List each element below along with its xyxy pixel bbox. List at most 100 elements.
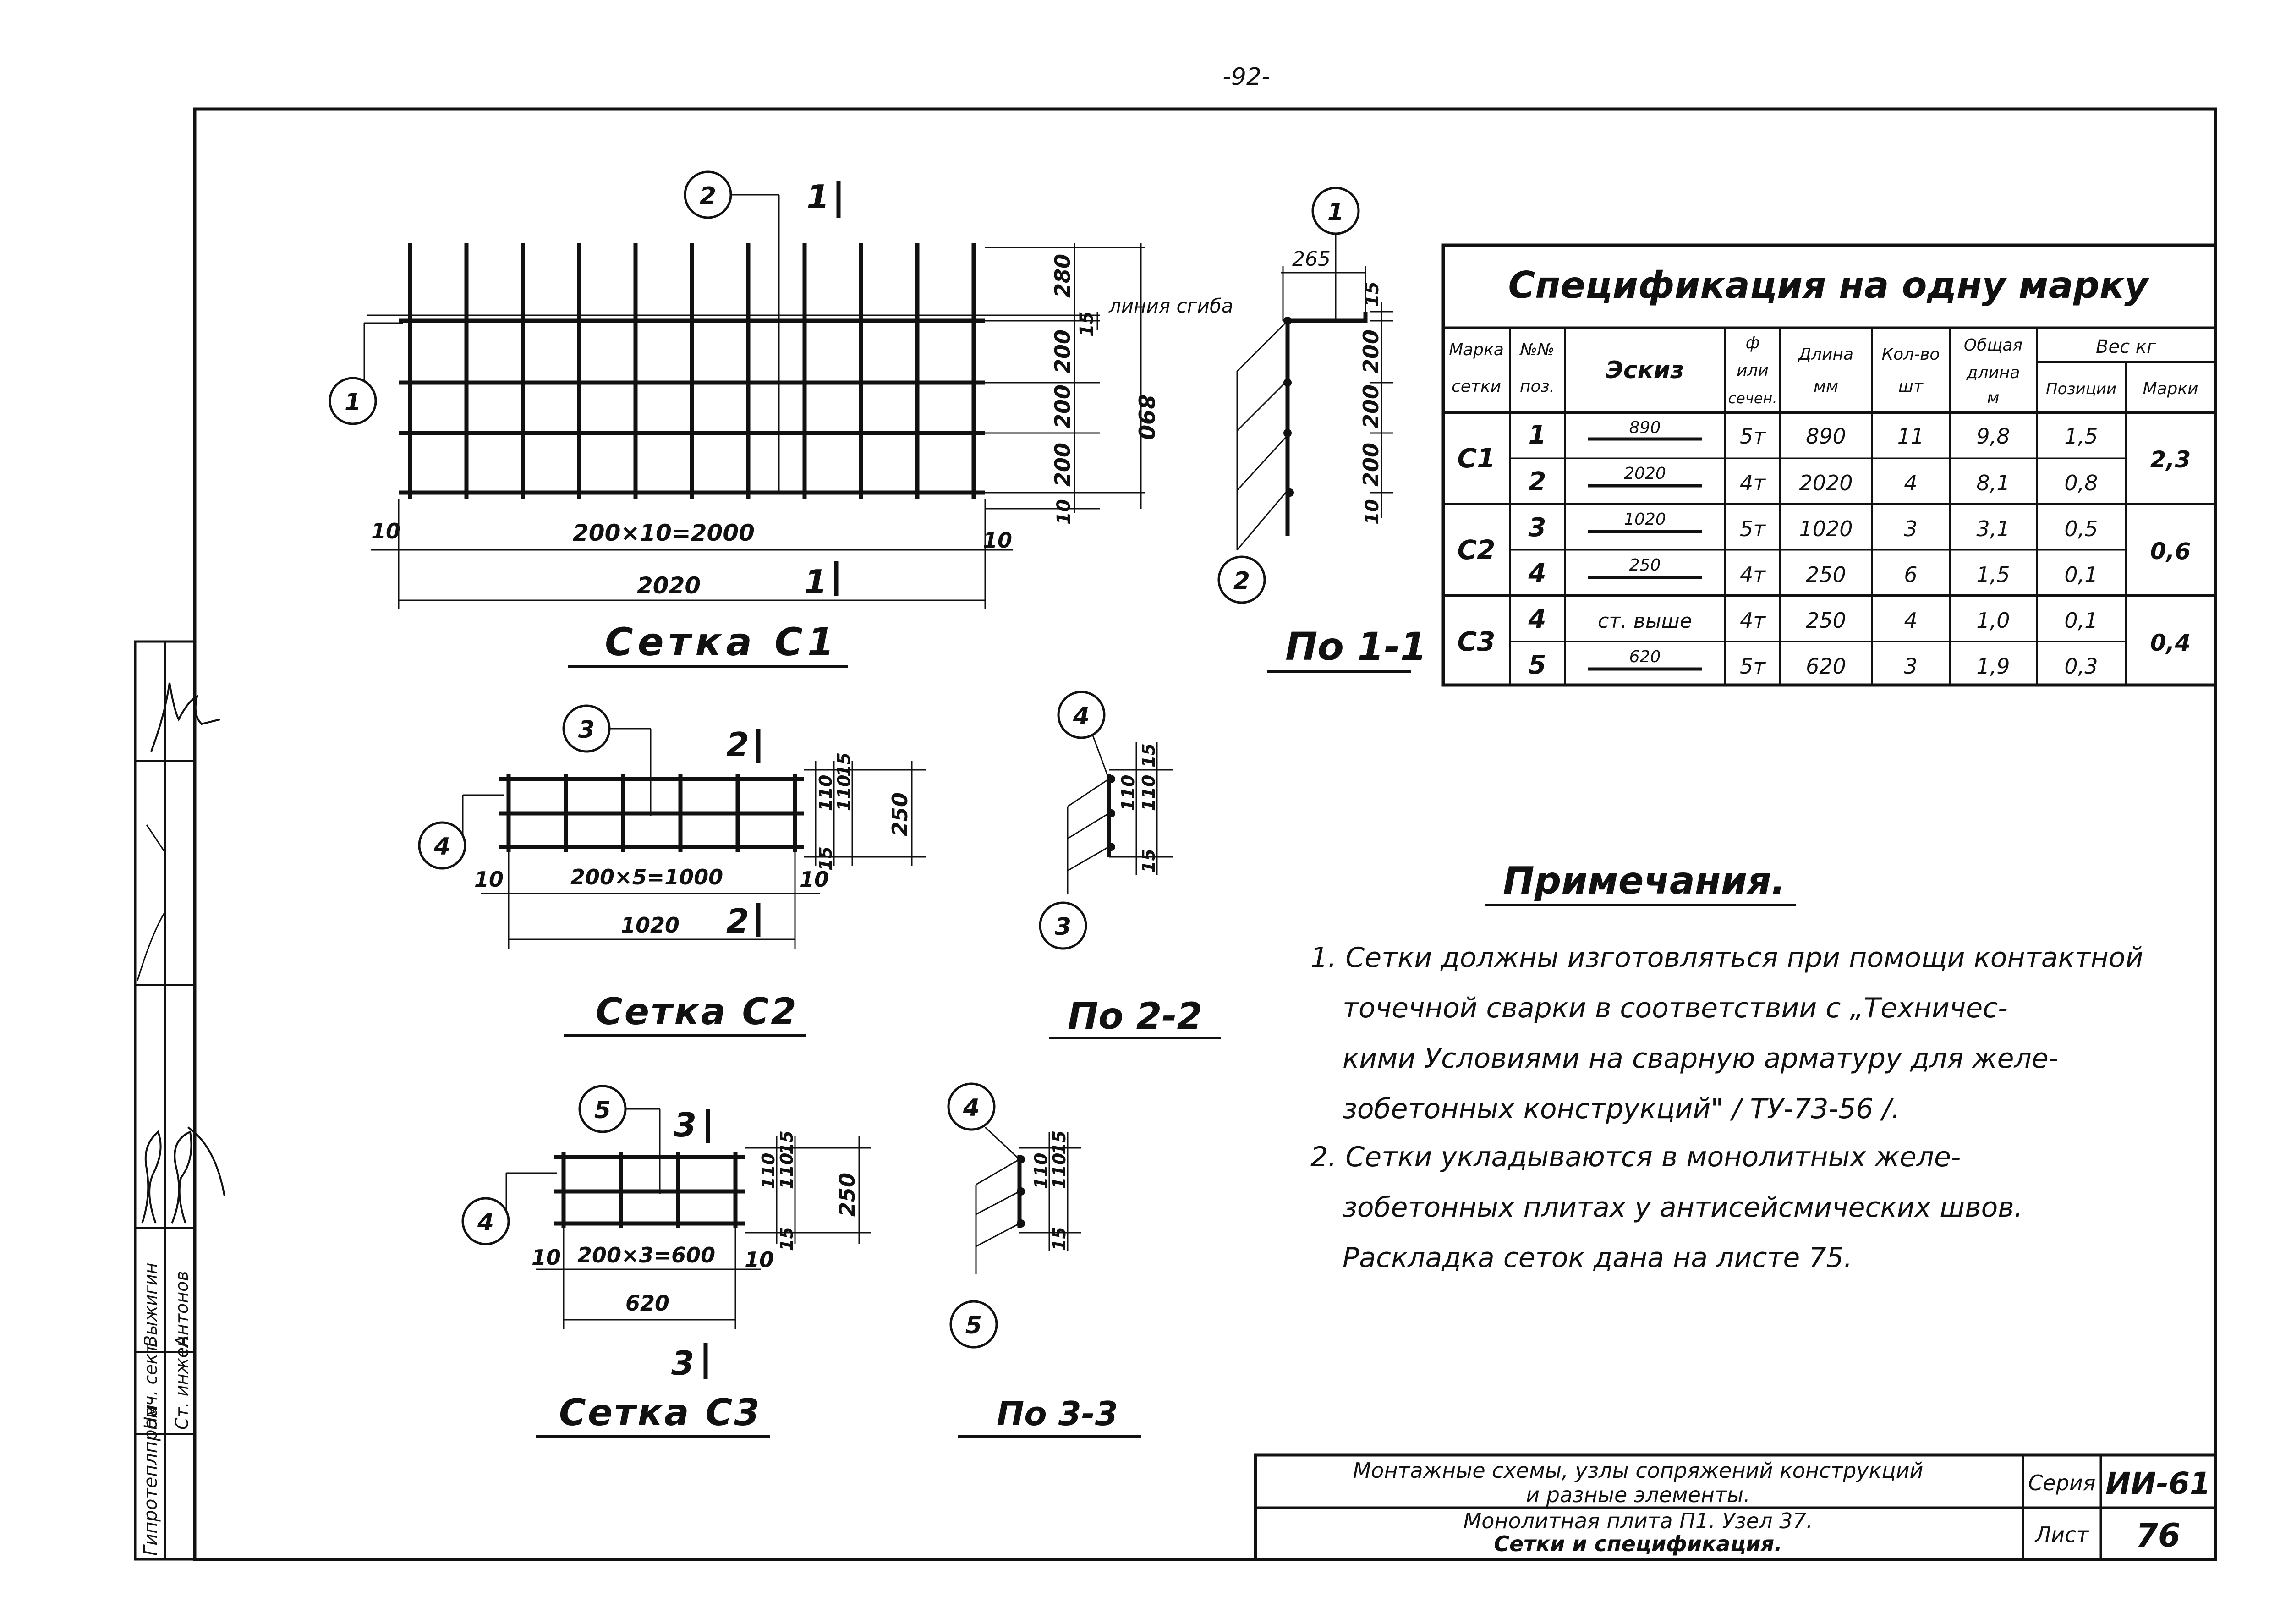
sheet-label: Лист (2034, 1522, 2089, 1547)
spec-row5-length: 250 (1806, 608, 1846, 633)
c1-dim-total: 2020 (637, 572, 701, 599)
title-strip-name-1: Выжигин (141, 1262, 161, 1347)
title-strip-name-2: Антонов (172, 1271, 192, 1349)
spec-row4-sketch: 250 (1629, 556, 1661, 575)
spec-row6-length: 620 (1806, 654, 1846, 679)
note-line-3: кими Условиями на сварную арматуру для ж… (1343, 1042, 2058, 1075)
spec-header-len-1: Длина (1798, 345, 1853, 364)
spec-row4-qty: 6 (1904, 562, 1917, 587)
spec-row3-weight: 0,5 (2064, 516, 2098, 541)
c1-dim-200-a: 200 (1050, 329, 1075, 373)
spec-header-mark-1: Марка (1449, 340, 1504, 359)
s2-pos-callout-4: 4 (1073, 702, 1090, 730)
c3-dim-110-a: 110 (758, 1153, 778, 1189)
spec-row4-pos: 4 (1528, 559, 1546, 588)
spec-markweight-c3: 0,4 (2150, 630, 2191, 656)
c2-section-mark-bottom: 2 (726, 902, 749, 940)
left-title-strip: Гипротеплпром Нач. сект. Ст. инжен. Выжи… (134, 640, 225, 1561)
spec-row5-dia: 4т (1740, 608, 1766, 633)
spec-title: Спецификация на одну марку (1508, 264, 2150, 307)
notes-title: Примечания. (1503, 859, 1786, 903)
section-3-3-drawing: 15 110 110 15 4 5 По 3-3 (947, 1082, 1141, 1438)
spec-header-pos-1: №№ (1519, 340, 1555, 359)
spec-row6-total: 1,9 (1976, 654, 2010, 679)
c3-dim-250: 250 (835, 1173, 860, 1217)
c2-dim-10-right: 10 (800, 867, 829, 892)
s3-caption: По 3-3 (997, 1394, 1118, 1433)
signature-3 (150, 682, 220, 752)
c2-pos-callout-3: 3 (578, 716, 595, 744)
s2-pos-callout-3: 3 (1055, 913, 1071, 941)
note-line-1: 1. Сетки должны изготовляться при помощи… (1310, 942, 2143, 974)
spec-row4-dia: 4т (1740, 562, 1766, 587)
s2-dim-15-top: 15 (1139, 743, 1159, 768)
spec-row6-qty: 3 (1904, 654, 1917, 679)
spec-row5-weight: 0,1 (2064, 608, 2098, 633)
title-desc-1: Монтажные схемы, узлы сопряжений констру… (1353, 1458, 1924, 1483)
spec-header-dia-2: или (1737, 361, 1769, 380)
signature-4 (137, 824, 166, 981)
section-1-1-drawing: 265 15 200 200 200 10 1 2 По 1-1 (1217, 187, 1427, 673)
spec-markweight-c2: 0,6 (2150, 538, 2191, 565)
s3-dim-110-a: 110 (1031, 1153, 1051, 1189)
c1-pos-callout-2: 2 (700, 182, 716, 210)
spec-header-tot-3: м (1987, 389, 1999, 407)
c3-dim-10-right: 10 (745, 1247, 774, 1272)
c2-dim-15-top: 15 (834, 752, 854, 777)
s2-dim-110-a: 110 (1118, 775, 1138, 811)
s3-dim-15-top: 15 (1049, 1130, 1069, 1155)
c3-dim-10-left: 10 (532, 1245, 561, 1270)
spec-row3-total: 3,1 (1976, 516, 2010, 541)
notes-block: Примечания. 1. Сетки должны изготовлятьс… (1310, 859, 2143, 1274)
c2-section-mark-top: 2 (726, 725, 749, 764)
spec-header-w-pos: Позиции (2046, 380, 2116, 398)
c1-section-mark-bottom: 1 (804, 563, 827, 601)
s2-caption: По 2-2 (1068, 995, 1202, 1037)
s1-dim-200-c: 200 (1359, 443, 1383, 487)
c2-dim-110-b: 110 (834, 775, 854, 811)
title-desc-2: и разные элементы. (1526, 1482, 1750, 1507)
spec-header-pos-2: поз. (1520, 377, 1555, 396)
spec-table: Спецификация на одну марку Марка сетки №… (1441, 243, 2217, 687)
spec-header-dia-3: сечен. (1728, 390, 1777, 407)
spec-row3-dia: 5т (1740, 516, 1766, 541)
c1-dim-10-right: 10 (1053, 499, 1074, 525)
note-line-6: зобетонных плитах у антисейсмических шво… (1343, 1191, 2023, 1223)
spec-mark-c1: С1 (1458, 443, 1496, 474)
s3-dim-110-b: 110 (1049, 1153, 1069, 1189)
c1-dim-10-right-b: 10 (983, 528, 1012, 553)
title-desc-3: Монолитная плита П1. Узел 37. (1463, 1509, 1813, 1533)
signature-2 (171, 1126, 225, 1224)
mesh-c3-drawing: 15 110 110 15 250 10 10 200×3=600 620 3 … (461, 1085, 871, 1438)
c2-caption: Сетка С2 (596, 990, 798, 1033)
c2-dim-15-bottom: 15 (816, 846, 836, 871)
spec-row6-sketch: 620 (1629, 647, 1661, 666)
spec-mark-c2: С2 (1458, 534, 1496, 565)
spec-row2-dia: 4т (1740, 471, 1766, 495)
spec-header-weight: Вес кг (2096, 336, 2157, 357)
spec-row6-pos: 5 (1529, 650, 1546, 680)
spec-row2-sketch: 2020 (1624, 464, 1666, 483)
spec-row5-pos: 4 (1528, 604, 1546, 634)
spec-row4-total: 1,5 (1976, 562, 2010, 587)
spec-row6-dia: 5т (1740, 654, 1766, 679)
s1-dim-200-b: 200 (1359, 384, 1383, 428)
title-block: Монтажные схемы, узлы сопряжений констру… (1254, 1453, 2217, 1561)
spec-row6-weight: 0,3 (2064, 654, 2098, 679)
c2-pos-callout-4: 4 (433, 833, 450, 861)
spec-header-qty-2: шт (1898, 377, 1924, 396)
mesh-c1-drawing: линия сгиба 280 15 200 200 200 10 890 10… (329, 170, 1233, 668)
c3-section-mark-top: 3 (674, 1106, 696, 1144)
page-number: -92- (1222, 63, 1270, 91)
spec-row3-length: 1020 (1799, 516, 1853, 541)
spec-header-tot-1: Общая (1964, 336, 2022, 355)
c1-dim-10-left: 10 (371, 519, 400, 543)
c3-pos-callout-4: 4 (477, 1209, 494, 1236)
c3-dim-110-b: 110 (777, 1153, 797, 1189)
spec-row3-sketch: 1020 (1624, 510, 1666, 529)
spec-header-mark-2: сетки (1452, 377, 1501, 396)
spec-header-len-2: мм (1814, 377, 1838, 396)
c3-dim-total: 620 (625, 1291, 669, 1316)
c2-dim-250: 250 (888, 792, 912, 836)
